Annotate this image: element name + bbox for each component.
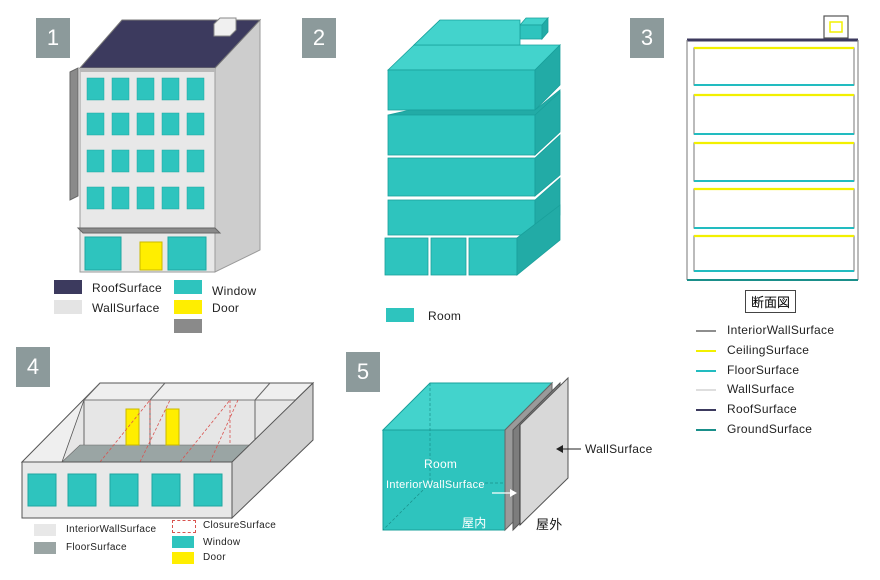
panel-number-3: 3 [630, 18, 664, 58]
legend-label-wall: WallSurface [92, 301, 160, 315]
legend-swatch-wall [54, 300, 82, 314]
legend-swatch-floor-4 [34, 542, 56, 554]
legend-label-closure: ClosureSurface [203, 520, 277, 531]
legend-label-interior-wall-4: InteriorWallSurface [66, 524, 157, 535]
legend-label-roof: RoofSurface [92, 281, 163, 295]
legend-swatch-room [386, 308, 414, 322]
legend-swatch-door [174, 300, 202, 314]
section-view-label: 断面図 [745, 290, 797, 313]
label-interior-wall-5: InteriorWallSurface [386, 479, 485, 491]
label-wall-surface-5: WallSurface [585, 442, 653, 456]
label-room-5: Room [424, 457, 458, 471]
legend-line-wall [696, 389, 716, 391]
legend-label-window-4: Window [203, 537, 241, 548]
legend-line-roof [696, 409, 716, 411]
legend-swatch-roof [54, 280, 82, 294]
legend-line-ground [696, 429, 716, 431]
legend-swatch-interior-wall-4 [34, 524, 56, 536]
legend-label-window: Window [212, 284, 257, 298]
panel-number-1: 1 [36, 18, 70, 58]
legend-line-floor [696, 370, 716, 372]
legend-swatch-gray [174, 319, 202, 333]
legend-label-door-4: Door [203, 552, 226, 563]
panel-number-2: 2 [302, 18, 336, 58]
legend-label-ceiling: CeilingSurface [727, 343, 810, 357]
legend-line-ceiling [696, 350, 716, 352]
legend-label-room: Room [428, 309, 462, 323]
legend-swatch-door-4 [172, 552, 194, 564]
legend-swatch-closure [172, 520, 196, 533]
legend-swatch-window-4 [172, 536, 194, 548]
legend-label-floor: FloorSurface [727, 363, 800, 377]
label-outdoor: 屋外 [536, 517, 563, 532]
legend-label-door: Door [212, 301, 240, 315]
legend-label-ground: GroundSurface [727, 422, 813, 436]
legend-swatch-window [174, 280, 202, 294]
legend-label-interior-wall: InteriorWallSurface [727, 323, 835, 337]
panel-number-5: 5 [346, 352, 380, 392]
legend-label-roof-3: RoofSurface [727, 402, 798, 416]
panel-number-4: 4 [16, 347, 50, 387]
label-indoor: 屋内 [462, 516, 487, 530]
legend-label-floor-4: FloorSurface [66, 542, 127, 553]
legend-label-wall-3: WallSurface [727, 382, 795, 396]
legend-line-interior-wall [696, 330, 716, 332]
